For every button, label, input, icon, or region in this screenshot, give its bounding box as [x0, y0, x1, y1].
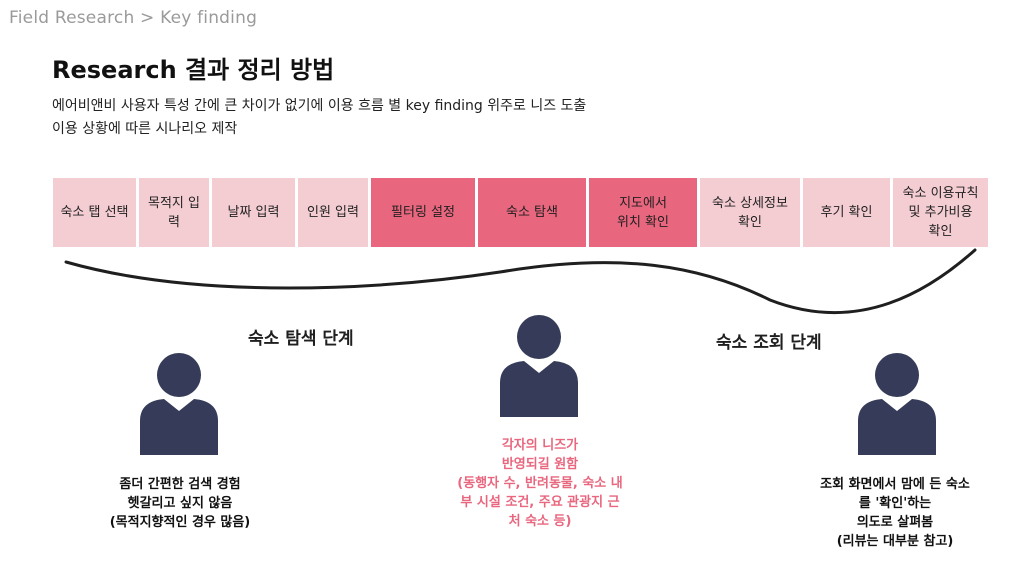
person-icon	[500, 315, 578, 417]
persona-caption-line: 조회 화면에서 맘에 든 숙소	[820, 477, 970, 492]
flow-step-label: 필터링 설정	[391, 205, 455, 220]
description: 에어비앤비 사용자 특성 간에 큰 차이가 없기에 이용 흐름 별 key fi…	[52, 95, 586, 141]
page-title: Research 결과 정리 방법	[52, 56, 335, 84]
flow-step: 인원 입력	[298, 178, 368, 247]
persona-caption-line: 처 숙소 등)	[508, 514, 572, 529]
flow-step-label: 지도에서	[619, 195, 667, 211]
flow-step-label: 위치 확인	[617, 214, 669, 230]
flow-step: 후기 확인	[803, 178, 890, 247]
persona-caption-line: 반영되길 원함	[501, 457, 579, 472]
flow-step-label: 숙소 상세정보	[712, 195, 788, 211]
persona-caption-line: 각자의 니즈가	[501, 438, 579, 453]
persona-caption-line: (목적지향적인 경우 많음)	[109, 515, 251, 530]
persona-caption-line: 의도로 살펴봄	[856, 515, 934, 530]
flow-step-label: 력	[168, 214, 180, 230]
flow-step-label: 후기 확인	[820, 205, 873, 220]
flow-step-label: 목적지 입	[148, 195, 200, 211]
persona-caption-line: (리뷰는 대부분 참고)	[836, 534, 954, 549]
phase-label-view: 숙소 조회 단계	[716, 333, 822, 353]
flow-step-label: 날짜 입력	[227, 205, 280, 220]
flow-step-label: 인원 입력	[307, 205, 359, 220]
flow-step-label: 및 추가비용	[908, 205, 973, 220]
persona-caption-line: 부 시설 조건, 주요 관광지 근	[460, 495, 620, 510]
breadcrumb: Field Research > Key finding	[9, 8, 258, 28]
flow-step: 숙소 탐색	[478, 178, 586, 247]
flow-step-label: 숙소 탭 선택	[60, 205, 129, 220]
persona-caption-line: 를 '확인'하는	[858, 496, 932, 511]
flow-step-label: 확인	[928, 224, 953, 239]
persona-caption-line: (동행자 수, 반려동물, 숙소 내	[457, 476, 623, 491]
persona-caption-line: 헷갈리고 싶지 않음	[127, 496, 233, 511]
persona-caption-line: 좀더 간편한 검색 경험	[119, 477, 241, 492]
flow-step-label: 숙소 이용규칙	[902, 186, 979, 201]
person-icon	[858, 353, 936, 455]
flow-step: 필터링 설정	[371, 178, 475, 247]
flow-step: 날짜 입력	[212, 178, 295, 247]
flow-step: 숙소 탭 선택	[53, 178, 136, 247]
flow-step-label: 숙소 탐색	[506, 205, 558, 220]
person-icon	[140, 353, 218, 455]
description-line: 이용 상황에 따른 시나리오 제작	[52, 121, 238, 137]
flow-step-label: 확인	[738, 214, 762, 230]
phase-label-search: 숙소 탐색 단계	[248, 329, 354, 349]
description-line: 에어비앤비 사용자 특성 간에 큰 차이가 없기에 이용 흐름 별 key fi…	[52, 98, 587, 114]
